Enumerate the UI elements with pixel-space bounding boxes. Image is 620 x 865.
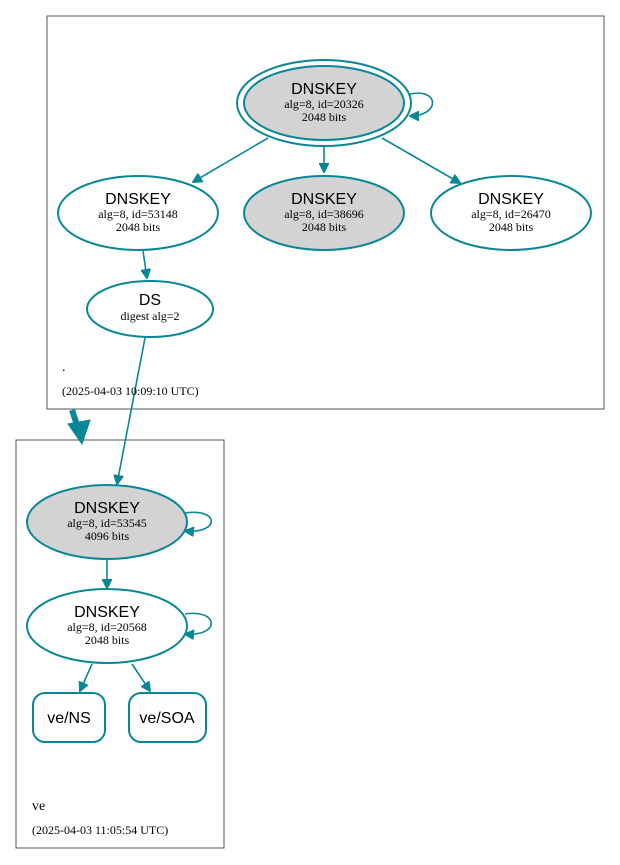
ve-ns-label: ve/NS [47, 710, 91, 727]
root-ksk-bits: 2048 bits [302, 110, 347, 124]
root-zone-timestamp: (2025-04-03 10:09:10 UTC) [62, 384, 199, 398]
ve-zone-name: ve [32, 799, 45, 814]
edge-ve-zsk-self [185, 612, 213, 634]
ve-zsk-title: DNSKEY [74, 604, 140, 621]
edge-ve-zsk-to-ns [80, 663, 93, 691]
ve-ksk-bits: 4096 bits [85, 529, 130, 543]
root-zsk3-node[interactable]: DNSKEY alg=8, id=26470 2048 bits [430, 175, 592, 251]
root-zsk3-detail: alg=8, id=26470 [471, 207, 551, 221]
ve-ns-rrset-node[interactable]: ve/NS [32, 692, 106, 743]
ve-ksk-node[interactable]: DNSKEY alg=8, id=53545 4096 bits [26, 484, 188, 560]
ve-ksk-detail: alg=8, id=53545 [67, 516, 147, 530]
ve-soa-rrset-node[interactable]: ve/SOA [128, 692, 207, 743]
ds-detail: digest alg=2 [120, 309, 179, 323]
ve-zsk-bits: 2048 bits [85, 633, 130, 647]
root-zone-name: . [62, 360, 66, 375]
root-zsk1-detail: alg=8, id=53148 [98, 207, 178, 221]
edge-ve-ksk-self [185, 511, 213, 531]
root-zsk3-title: DNSKEY [478, 191, 544, 208]
edge-ksk-to-zsk3 [381, 137, 460, 183]
root-zsk2-node[interactable]: DNSKEY alg=8, id=38696 2048 bits [243, 175, 405, 251]
root-zsk1-bits: 2048 bits [116, 220, 161, 234]
root-ksk-detail: alg=8, id=20326 [284, 97, 364, 111]
root-zsk3-bits: 2048 bits [489, 220, 534, 234]
ds-title: DS [139, 292, 161, 309]
edge-zsk1-to-ds [143, 250, 147, 278]
edge-ds-to-ve-ksk [117, 337, 146, 484]
root-zsk2-bits: 2048 bits [302, 220, 347, 234]
ve-zone-timestamp: (2025-04-03 11:05:54 UTC) [32, 823, 168, 837]
root-zsk1-node[interactable]: DNSKEY alg=8, id=53148 2048 bits [57, 175, 219, 251]
edge-root-ksk-self [410, 92, 434, 116]
root-zsk1-title: DNSKEY [105, 191, 171, 208]
ve-ksk-title: DNSKEY [74, 500, 140, 517]
delegation-arrowhead [67, 419, 91, 446]
ds-node[interactable]: DS digest alg=2 [86, 280, 214, 338]
ve-soa-label: ve/SOA [139, 710, 194, 727]
root-ksk-title: DNSKEY [291, 81, 357, 98]
root-zsk2-title: DNSKEY [291, 191, 357, 208]
edge-ksk-to-zsk1 [193, 137, 269, 182]
edge-ve-zsk-to-soa [131, 663, 150, 691]
ve-zsk-detail: alg=8, id=20568 [67, 620, 147, 634]
root-zsk2-detail: alg=8, id=38696 [284, 207, 364, 221]
ve-zsk-node[interactable]: DNSKEY alg=8, id=20568 2048 bits [26, 588, 188, 664]
root-ksk-node[interactable]: DNSKEY alg=8, id=20326 2048 bits [236, 59, 412, 147]
